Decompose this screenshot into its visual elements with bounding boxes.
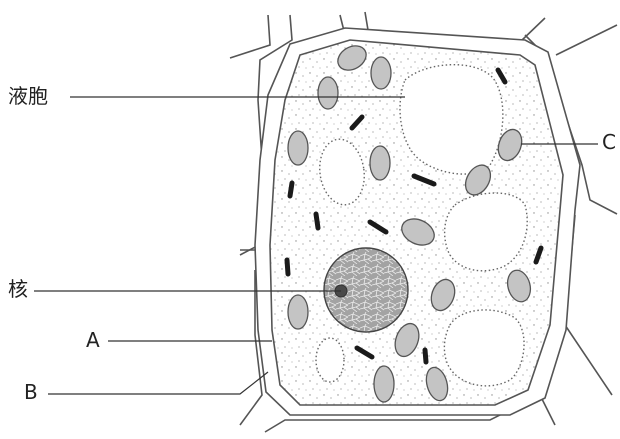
chloroplast xyxy=(370,146,390,180)
chloroplast xyxy=(288,131,308,165)
chloroplast xyxy=(288,295,308,329)
vacuole-lower-left xyxy=(316,338,344,382)
mitochondrion xyxy=(425,350,426,362)
label-a-cell-membrane: A xyxy=(86,330,100,350)
mitochondrion xyxy=(290,183,292,196)
leader-b xyxy=(48,372,268,394)
mitochondrion xyxy=(316,214,318,228)
label-c-chloroplast: C xyxy=(602,132,616,152)
chloroplast xyxy=(374,366,394,402)
nucleus xyxy=(324,248,408,332)
chloroplast xyxy=(371,57,391,89)
vacuole-lower-right xyxy=(444,310,524,386)
label-vacuole: 液胞 xyxy=(8,86,48,106)
label-nucleus: 核 xyxy=(8,279,28,299)
chloroplast xyxy=(318,77,338,109)
mitochondrion xyxy=(287,260,288,274)
label-b-cell-wall: B xyxy=(24,382,38,402)
